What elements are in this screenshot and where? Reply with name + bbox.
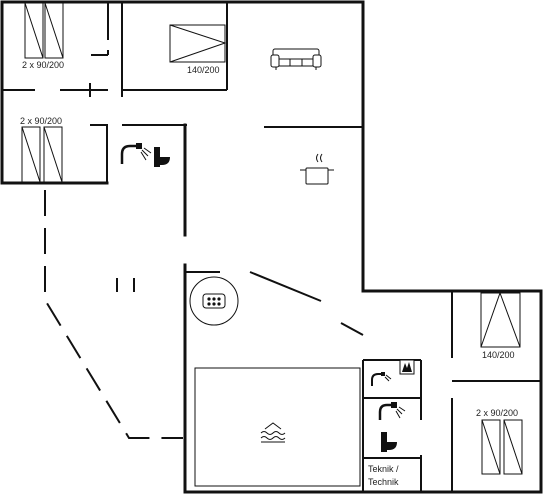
shower-icon bbox=[371, 372, 392, 386]
label-utility-2: Technik bbox=[368, 477, 399, 487]
label-bed-left: 2 x 90/200 bbox=[20, 116, 62, 126]
whirlpool-icon bbox=[189, 276, 239, 326]
terrace-outline bbox=[44, 190, 183, 439]
bed-right-double bbox=[480, 291, 521, 348]
interior-walls bbox=[2, 2, 541, 492]
bed-right-twin bbox=[481, 419, 523, 475]
bed-left bbox=[21, 126, 63, 183]
sofa-icon bbox=[270, 48, 322, 70]
shower-icon bbox=[120, 143, 152, 164]
kitchen-pot-icon bbox=[300, 153, 334, 185]
toilet-icon bbox=[154, 147, 170, 167]
bed-top-double bbox=[169, 24, 227, 63]
label-bed-top-double: 140/200 bbox=[187, 65, 220, 75]
label-bed-right-double: 140/200 bbox=[482, 350, 515, 360]
bed-topleft bbox=[24, 2, 64, 59]
label-bed-right-twin: 2 x 90/200 bbox=[476, 408, 518, 418]
toilet-icon bbox=[381, 432, 397, 452]
label-bed-topleft: 2 x 90/200 bbox=[22, 60, 64, 70]
pool-basin bbox=[194, 367, 361, 487]
shower-icon bbox=[378, 402, 406, 420]
label-utility-1: Teknik / bbox=[368, 464, 399, 474]
sauna-stove-icon bbox=[399, 359, 415, 375]
pool-icon bbox=[260, 422, 286, 443]
